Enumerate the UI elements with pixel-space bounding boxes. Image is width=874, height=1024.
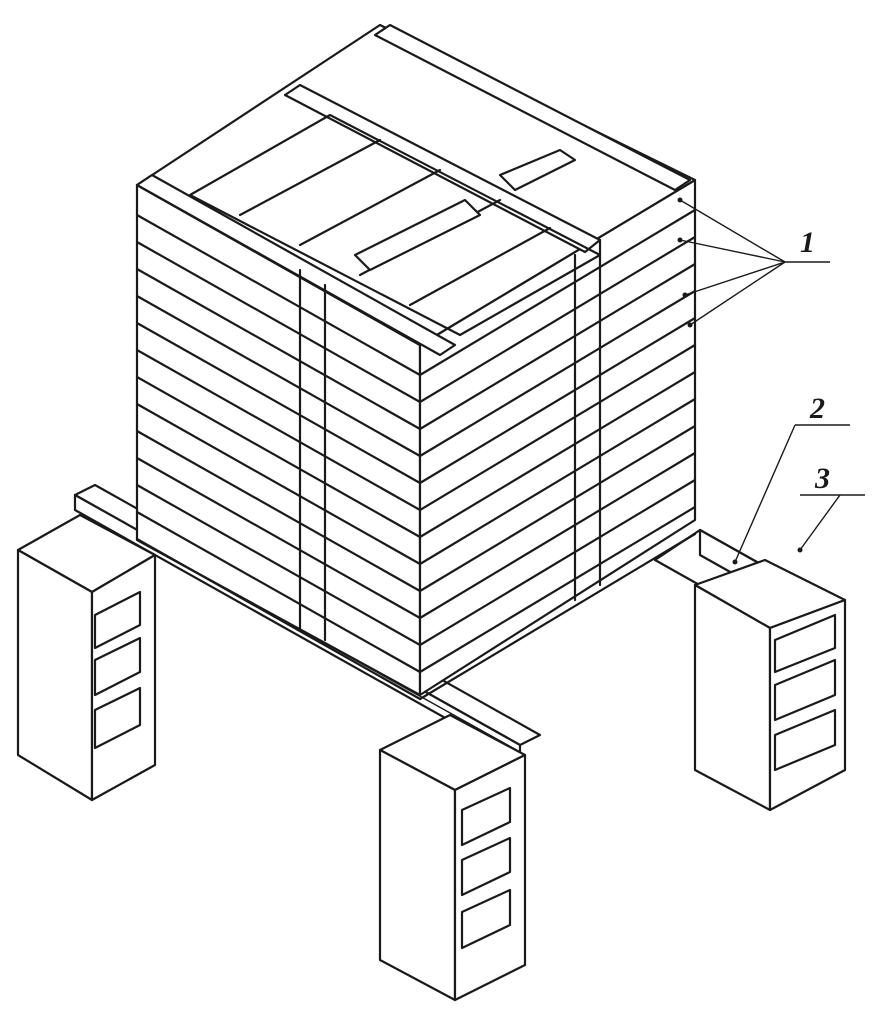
top-boards — [135, 23, 692, 357]
left-board-edge — [135, 213, 422, 377]
callout-2-label: 2 — [809, 392, 825, 425]
right-board-edge — [418, 343, 697, 512]
pallet-stack — [135, 23, 697, 697]
right-board-edge — [418, 505, 697, 674]
right-board-edge — [418, 370, 697, 539]
right-board-edge — [418, 208, 697, 377]
left-board-edge — [135, 321, 422, 485]
right-board-edge — [418, 262, 697, 431]
left-board-edge — [135, 402, 422, 566]
left-board-edge — [135, 429, 422, 593]
left-board-edge — [135, 456, 422, 620]
left-board-edge — [135, 267, 422, 431]
left-board-edge — [135, 483, 422, 647]
left-board-edge — [135, 537, 422, 701]
right-board-edge — [418, 289, 697, 458]
right-board-edge — [418, 424, 697, 593]
stack-posts — [298, 238, 602, 642]
left-board-edge — [135, 294, 422, 458]
callout-2-leader — [732, 424, 850, 565]
right-board-edge — [418, 235, 697, 404]
right-face-boards — [418, 208, 697, 701]
left-board-edge — [135, 240, 422, 404]
right-board-edge — [418, 316, 697, 485]
callout-1-leader — [677, 197, 830, 328]
left-board-edge — [135, 510, 422, 674]
callout-3-leader — [797, 494, 865, 553]
right-board-edge — [418, 532, 697, 701]
left-board-edge — [135, 348, 422, 512]
callout-3-label: 3 — [814, 462, 830, 495]
callout-1-label: 1 — [800, 226, 815, 259]
right-board-edge — [418, 397, 697, 566]
left-board-edge — [135, 375, 422, 539]
concrete-block-left — [16, 513, 157, 802]
left-face-boards — [135, 213, 422, 701]
right-board-edge — [418, 451, 697, 620]
right-board-edge — [418, 478, 697, 647]
concrete-block-front — [378, 713, 527, 1002]
concrete-block-right — [693, 558, 847, 812]
